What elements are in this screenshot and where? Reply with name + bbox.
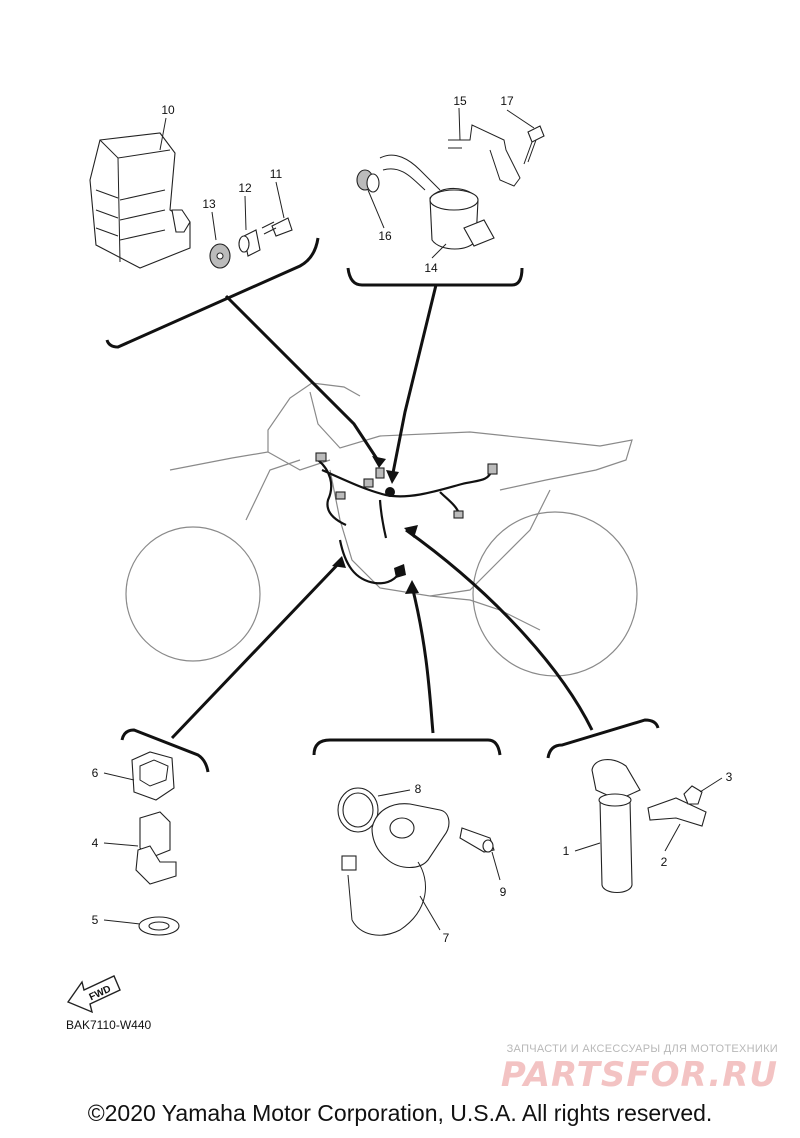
callout-7: 7 <box>443 931 450 945</box>
callout-5: 5 <box>92 913 99 927</box>
diagram-code: BAK7110-W440 <box>66 1018 152 1032</box>
callout-16: 16 <box>378 229 392 243</box>
watermark: ЗАПЧАСТИ И АКСЕССУАРЫ ДЛЯ МОТОТЕХНИКИ PA… <box>501 1043 778 1095</box>
sensor-7-9-group <box>337 787 495 936</box>
callout-9: 9 <box>500 885 507 899</box>
watermark-logo: PARTSFOR.RU <box>500 1055 778 1095</box>
leader-lines <box>170 284 594 740</box>
callout-3: 3 <box>726 770 733 784</box>
callout-6: 6 <box>92 766 99 780</box>
motorcycle-outline <box>125 382 638 677</box>
callout-14: 14 <box>424 261 438 275</box>
group-brackets <box>105 237 660 773</box>
ecu-group <box>89 132 293 269</box>
callout-2: 2 <box>661 855 668 869</box>
fwd-arrow-icon: FWD <box>66 975 121 1014</box>
watermark-tagline: ЗАПЧАСТИ И АКСЕССУАРЫ ДЛЯ МОТОТЕХНИКИ <box>506 1043 778 1055</box>
callout-lines <box>103 107 723 931</box>
callout-11: 11 <box>270 167 283 181</box>
sensor-group <box>131 751 180 936</box>
callout-15: 15 <box>453 94 467 108</box>
sensor-1-3-group <box>591 759 707 894</box>
callout-12: 12 <box>238 181 252 195</box>
callout-1: 1 <box>563 844 570 858</box>
callout-17: 17 <box>500 94 514 108</box>
copyright-notice: ©2020 Yamaha Motor Corporation, U.S.A. A… <box>87 1100 713 1126</box>
callout-4: 4 <box>92 836 99 850</box>
callout-numbers: 10 13 12 11 15 17 16 14 6 4 5 8 7 9 1 2 … <box>92 94 733 945</box>
callout-10: 10 <box>161 103 175 117</box>
callout-13: 13 <box>202 197 216 211</box>
ignition-coil-group <box>356 124 545 250</box>
callout-8: 8 <box>415 782 422 796</box>
wire-harness <box>315 452 498 585</box>
